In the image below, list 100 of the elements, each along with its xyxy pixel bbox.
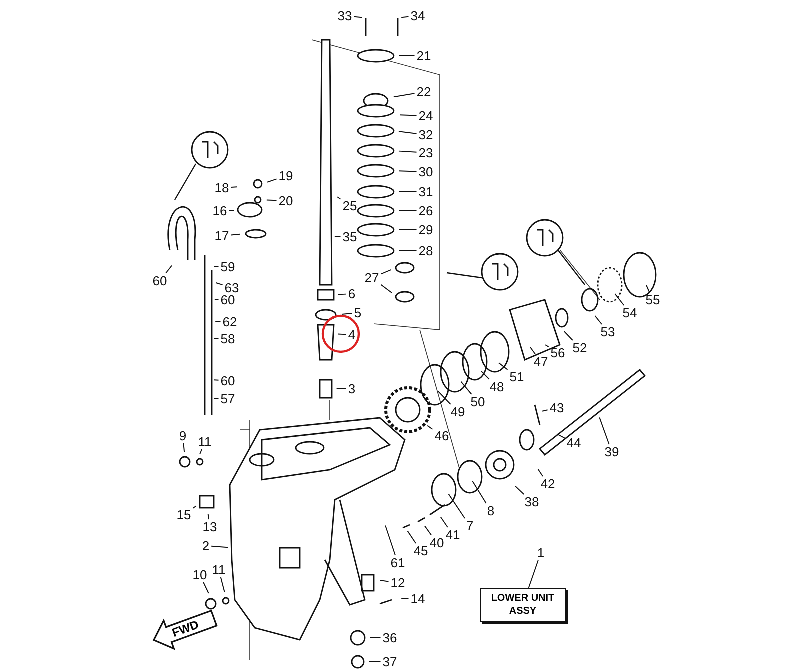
callout-number: 56 [550, 346, 566, 360]
leader-line [545, 344, 550, 348]
callout-number: 4 [347, 328, 357, 342]
callout-number: 48 [488, 380, 506, 394]
leader-line [438, 391, 452, 405]
callout-number: 22 [416, 84, 432, 100]
callout-number: 9 [178, 428, 188, 444]
callout-number: 63 [224, 280, 240, 296]
callout-number: 38 [524, 494, 540, 510]
leader-line [341, 313, 353, 316]
leader-line [472, 480, 487, 504]
leader-line [398, 131, 418, 134]
leader-line [398, 170, 418, 172]
callout-number: 47 [532, 354, 550, 370]
callout-number: 43 [548, 400, 566, 416]
callout-number: 34 [410, 8, 426, 24]
leader-line [401, 16, 410, 18]
leader-line [401, 598, 410, 600]
callout-number: 53 [600, 324, 616, 340]
leader-line [214, 266, 220, 268]
callout-number: 62 [222, 314, 238, 330]
leader-line [646, 285, 650, 293]
leader-line [400, 114, 418, 116]
callout-number: 60 [220, 374, 236, 388]
callout-number: 46 [434, 428, 450, 444]
callout-number: 32 [418, 128, 434, 142]
callout-number: 49 [450, 404, 466, 420]
leader-line [380, 269, 392, 275]
callout-number: 16 [212, 204, 228, 218]
callout-number: 2 [201, 538, 211, 554]
callout-number: 18 [214, 180, 230, 196]
leader-line [380, 284, 392, 294]
callout-number: 37 [382, 654, 398, 670]
callout-number: 42 [540, 476, 556, 492]
callout-number: 41 [444, 528, 462, 542]
leader-line [385, 525, 396, 556]
callout-number: 14 [410, 592, 426, 606]
leader-line [266, 200, 278, 202]
leader-line [214, 338, 220, 340]
callout-number: 45 [412, 544, 430, 558]
callout-number: 27 [364, 270, 380, 286]
leader-line [192, 506, 197, 509]
callout-number: 8 [486, 504, 496, 518]
leader-line [338, 334, 347, 336]
callout-number: 60 [220, 292, 236, 308]
leader-line [336, 388, 347, 390]
callout-number: 25 [342, 198, 358, 214]
leader-line [614, 293, 625, 306]
callout-number: 55 [644, 292, 662, 308]
callout-number: 11 [211, 562, 227, 578]
leader-line [481, 371, 490, 380]
callout-number: 36 [382, 630, 398, 646]
leader-line [564, 331, 574, 341]
leader-line [556, 434, 566, 439]
callout-number: 11 [197, 434, 213, 450]
leader-line [338, 294, 347, 296]
callout-number: 29 [418, 222, 434, 238]
leader-line [200, 449, 202, 455]
callout-number: 20 [278, 194, 294, 208]
leader-line [448, 494, 466, 519]
callout-number: 26 [418, 204, 434, 218]
leader-line [203, 582, 210, 594]
callout-number: 13 [202, 520, 218, 534]
callout-number: 59 [220, 260, 236, 274]
leader-line [424, 526, 432, 536]
callout-number: 12 [390, 576, 406, 590]
leader-line [538, 469, 544, 477]
callout-number: 24 [418, 108, 434, 124]
leader-line [594, 315, 602, 325]
leader-line [230, 234, 241, 236]
leader-line [230, 186, 238, 188]
leader-line [398, 250, 418, 252]
leader-line [208, 514, 210, 520]
leader-line [393, 93, 416, 98]
leader-line [165, 265, 172, 274]
callout-number: 39 [604, 444, 620, 460]
callout-number: 28 [418, 244, 434, 258]
leader-line [427, 425, 434, 430]
title-plate: LOWER UNIT ASSY [480, 588, 566, 622]
leader-line [354, 16, 363, 18]
callout-number: 57 [220, 392, 236, 406]
leader-line [214, 380, 220, 381]
leader-line [334, 236, 342, 238]
callout-number: 10 [192, 568, 208, 582]
callout-number: 35 [342, 230, 358, 244]
leader-line [460, 381, 472, 395]
callout-number: 23 [418, 146, 434, 160]
callout-number: 3 [347, 382, 357, 396]
callout-number: 44 [566, 436, 582, 450]
leader-line [528, 560, 539, 588]
leader-line [216, 282, 224, 286]
leader-line [183, 443, 186, 453]
leader-line [542, 410, 548, 412]
callout-number: 31 [418, 184, 434, 200]
callout-number: 50 [470, 394, 486, 410]
leader-line [214, 398, 220, 400]
leader-line [211, 546, 229, 548]
leader-line [599, 417, 610, 445]
callout-number: 54 [622, 306, 638, 320]
leader-line [267, 178, 278, 183]
